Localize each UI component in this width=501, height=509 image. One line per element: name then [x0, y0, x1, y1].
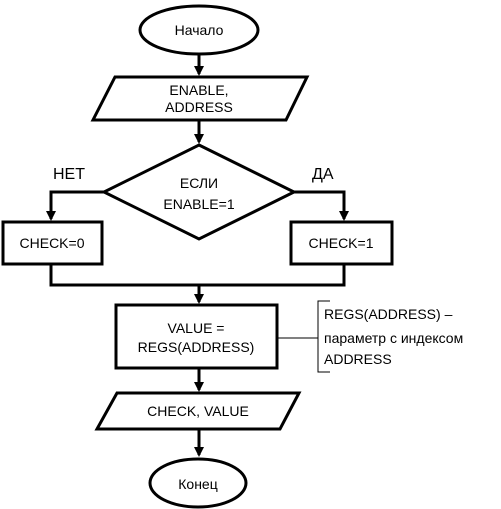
decision-block: ЕСЛИ ENABLE=1 [100, 143, 298, 241]
check-zero-block: CHECK=0 [1, 220, 104, 266]
no-branch-label: НЕТ [53, 166, 85, 183]
check-one-block: CHECK=1 [289, 220, 394, 266]
check-zero-label: CHECK=0 [20, 235, 85, 251]
start-terminator: Начало [138, 4, 260, 56]
assign-label-line2: REGS(ADDRESS) [138, 339, 255, 355]
comment-line3: ADDRESS [324, 351, 392, 367]
comment-bracket [317, 300, 330, 373]
yes-branch-label: ДА [312, 166, 334, 183]
arrow-yes-branch [294, 190, 349, 221]
comment-line1: REGS(ADDRESS) – [324, 306, 453, 322]
comment-annotation: REGS(ADDRESS) – параметр с индексом ADDR… [277, 300, 463, 373]
assign-block: VALUE = REGS(ADDRESS) [114, 303, 279, 370]
comment-line2: параметр с индексом [324, 330, 463, 346]
input-label-line2: ADDRESS [165, 99, 233, 115]
output-label: CHECK, VALUE [147, 403, 249, 419]
end-label: Конец [178, 476, 217, 492]
merge-line-right [199, 264, 346, 287]
merge-line-left [49, 264, 199, 287]
end-terminator: Конец [148, 457, 248, 509]
check-one-label: CHECK=1 [309, 235, 374, 251]
start-label: Начало [175, 22, 224, 38]
arrow-no-branch [46, 190, 104, 221]
decision-label-line1: ЕСЛИ [180, 175, 218, 191]
assign-label-line1: VALUE = [168, 320, 225, 336]
input-block: ENABLE, ADDRESS [90, 75, 310, 122]
input-label-line1: ENABLE, [169, 82, 228, 98]
decision-label-line2: ENABLE=1 [163, 196, 234, 212]
output-block: CHECK, VALUE [94, 391, 302, 431]
